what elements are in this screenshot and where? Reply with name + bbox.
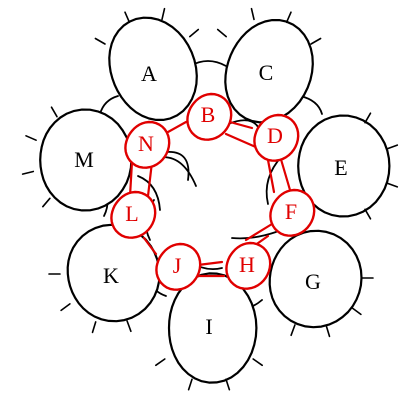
outer-lobe-m-spike — [41, 197, 51, 208]
outer-lobe-i-spike — [187, 378, 193, 391]
outer-lobe-k-spike — [60, 303, 71, 312]
strand-j-l — [142, 236, 158, 256]
inner-lobe-d — [253, 113, 300, 162]
inner-lobe-j — [155, 242, 202, 291]
outer-lobe-a-spike — [94, 37, 106, 45]
strand-m-a — [99, 95, 119, 115]
outer-lobe-g-outline — [268, 229, 363, 329]
inner-lobe-f — [269, 188, 316, 237]
label-h: H — [239, 252, 255, 277]
strand-n-b — [166, 120, 188, 134]
outer-lobe-i-spike — [225, 378, 231, 391]
strand-c-e — [299, 95, 323, 115]
inner-lobe-l — [110, 190, 157, 239]
outer-lobe-g-spike — [351, 307, 362, 316]
outer-lobe-m — [21, 106, 133, 212]
outer-lobe-i-spike — [155, 358, 166, 367]
strand-inner-2 — [165, 151, 190, 181]
strand-inner-5 — [231, 231, 277, 240]
outer-lobe-g-spike — [325, 325, 331, 338]
outer-lobe-e-spike — [364, 112, 372, 124]
label-b: B — [201, 102, 216, 127]
strand-d-f-2 — [266, 158, 276, 194]
outer-lobe-m-spike — [50, 106, 58, 118]
strand-b-d — [228, 120, 254, 130]
outer-lobe-a-outline — [108, 16, 198, 121]
outer-lobe-g — [268, 229, 374, 338]
outer-lobe-a — [94, 7, 200, 121]
red-connection-strands — [128, 120, 292, 278]
label-f: F — [285, 199, 297, 224]
strand-l-n — [128, 160, 134, 198]
label-g: G — [305, 269, 321, 294]
outer-lobe-a-spike — [161, 7, 166, 21]
outer-lobe-e-spike — [386, 144, 399, 150]
strand-inner-8 — [137, 175, 161, 211]
outer-lobe-a-spike — [189, 28, 200, 38]
label-e: E — [334, 155, 347, 180]
outer-lobe-c-spike — [285, 11, 292, 24]
outer-lobe-m-spike — [21, 170, 35, 175]
label-j: J — [173, 253, 182, 278]
outer-lobe-c-spike — [250, 7, 255, 21]
outer-lobe-k-spike — [126, 320, 132, 333]
label-m: M — [74, 147, 94, 172]
label-i: I — [205, 314, 212, 339]
outer-lobe-e — [297, 112, 399, 220]
label-l: L — [125, 201, 138, 226]
strand-d-f — [278, 154, 292, 192]
outer-lobe-a-spike — [124, 11, 131, 24]
label-n: N — [138, 131, 154, 156]
strand-f-h-2 — [244, 222, 274, 242]
inner-lobe-h — [225, 241, 272, 290]
label-c: C — [259, 60, 274, 85]
label-d: D — [267, 123, 283, 148]
outer-lobe-c-spike — [310, 37, 322, 45]
outer-lobe-c-spike — [216, 28, 227, 38]
label-a: A — [141, 61, 157, 86]
strand-b-d-2 — [224, 132, 260, 150]
outer-lobe-e-spike — [386, 182, 399, 188]
outer-lobe-g-spike — [290, 324, 296, 337]
outer-lobe-m-spike — [25, 135, 37, 141]
outer-lobe-m-outline — [39, 108, 133, 212]
label-k: K — [103, 263, 119, 288]
outer-lobe-e-spike — [364, 208, 372, 220]
outer-lobe-k-spike — [91, 321, 97, 334]
inner-lobe-b — [186, 92, 233, 141]
outer-lobe-i-spike — [252, 358, 264, 367]
inner-lobe-n — [124, 120, 171, 169]
